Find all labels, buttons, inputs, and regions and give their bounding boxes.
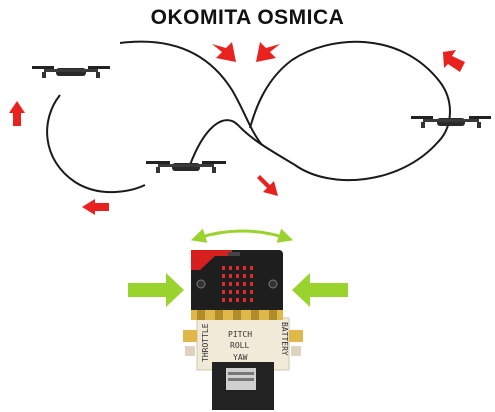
led bbox=[236, 290, 239, 294]
red-arrow-icon bbox=[82, 199, 109, 215]
led bbox=[222, 290, 225, 294]
button-b-icon bbox=[268, 279, 278, 289]
led-matrix bbox=[222, 266, 253, 302]
path-right-loop bbox=[189, 40, 451, 181]
double-headed-arrow-icon bbox=[190, 228, 294, 243]
led bbox=[229, 266, 232, 270]
drone-icon bbox=[32, 66, 110, 78]
led bbox=[243, 290, 246, 294]
red-arrow-icon bbox=[257, 175, 278, 196]
drone-icon bbox=[146, 161, 226, 173]
controller-icon: PITCH ROLL YAW THROTTLE BATTERY bbox=[183, 317, 303, 410]
yaw-label: YAW bbox=[233, 353, 248, 362]
led bbox=[250, 298, 253, 302]
green-arrow-icon bbox=[292, 273, 348, 307]
red-arrows bbox=[9, 42, 465, 215]
led bbox=[222, 298, 225, 302]
red-arrow-icon bbox=[212, 42, 236, 62]
microbit-board-icon bbox=[191, 250, 283, 320]
path-left-loop-bottom bbox=[46, 94, 146, 194]
led bbox=[229, 282, 232, 286]
page-title: OKOMITA OSMICA bbox=[150, 6, 345, 29]
led bbox=[243, 266, 246, 270]
drone-icon bbox=[411, 116, 491, 128]
led bbox=[250, 266, 253, 270]
led bbox=[222, 266, 225, 270]
path-left-loop-top bbox=[119, 40, 263, 146]
roll-label: ROLL bbox=[230, 341, 249, 350]
button-a-icon bbox=[196, 279, 206, 289]
red-arrow-icon bbox=[9, 101, 25, 126]
led bbox=[250, 274, 253, 278]
led bbox=[236, 298, 239, 302]
green-arrow-icon bbox=[128, 273, 184, 307]
led bbox=[222, 282, 225, 286]
led bbox=[236, 274, 239, 278]
battery-label: BATTERY bbox=[280, 322, 289, 356]
led bbox=[236, 266, 239, 270]
led bbox=[243, 298, 246, 302]
led bbox=[222, 274, 225, 278]
red-arrow-icon bbox=[256, 42, 280, 62]
throttle-label: THROTTLE bbox=[201, 323, 210, 362]
led bbox=[250, 282, 253, 286]
led bbox=[229, 274, 232, 278]
led bbox=[229, 298, 232, 302]
figure-eight-path bbox=[46, 40, 451, 194]
led bbox=[243, 282, 246, 286]
led bbox=[250, 290, 253, 294]
led bbox=[229, 290, 232, 294]
pitch-label: PITCH bbox=[228, 330, 252, 339]
led bbox=[236, 282, 239, 286]
red-arrow-icon bbox=[443, 50, 465, 72]
led bbox=[243, 274, 246, 278]
